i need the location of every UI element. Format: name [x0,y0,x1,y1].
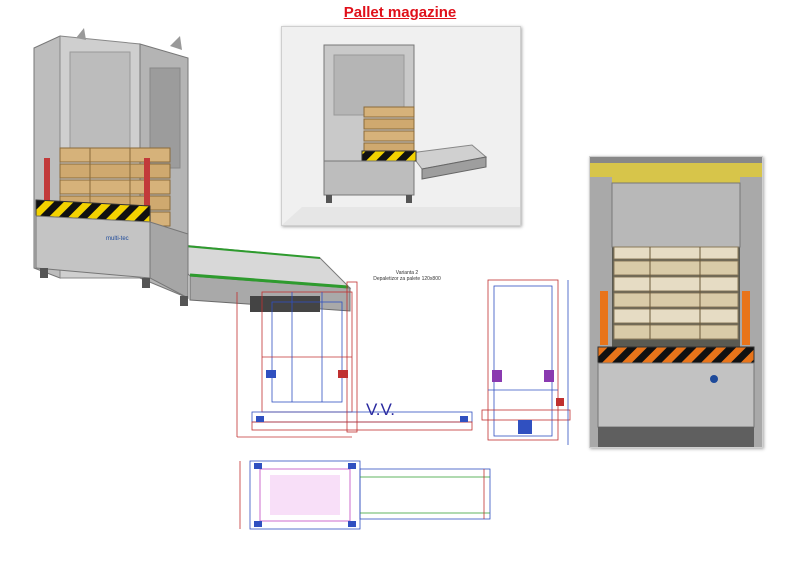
machine-photo [589,156,763,448]
page-title: Pallet magazine [343,4,457,21]
technical-drawing-side-view [236,281,473,438]
drawing-title-line2: Depaletizor za palete 120x800 [373,276,441,282]
drawing-title-line1: Varianta 2 [395,270,419,276]
technical-drawing-front-view [481,279,571,445]
machine-render-framed [281,26,521,226]
drawing-label: V.V. [366,400,396,419]
technical-drawing-top-view [239,460,491,530]
machine-render-large: multi-tec [33,28,352,312]
svg-text:multi-tec: multi-tec [106,236,129,242]
drawing-title: Varianta 2 Depaletizor za palete 120x800 [352,270,462,282]
